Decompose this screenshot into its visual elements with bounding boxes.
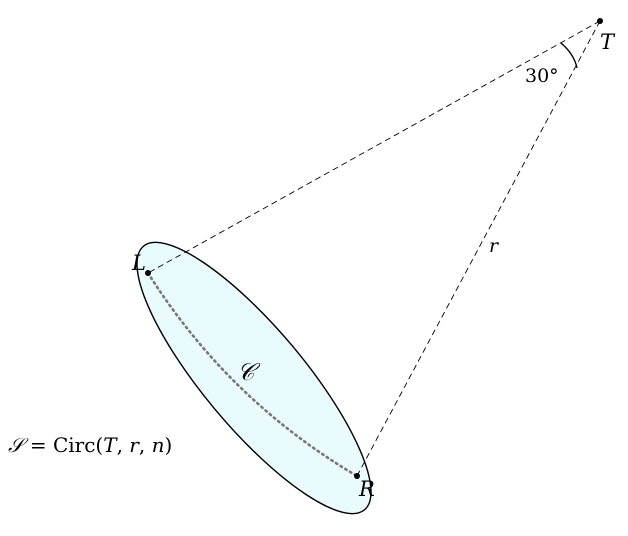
set-arg-r: r [129,433,140,457]
angle-label: 30° [525,65,559,87]
point-T [597,18,603,24]
dashed-line-T-L [147,20,601,274]
label-T: T [600,30,616,54]
set-arg-T: T [103,433,118,457]
set-definition: 𝒮 = Circ(T, r, n) [8,433,172,457]
label-R: R [358,477,375,501]
region-ellipse [136,241,372,515]
radius-label: r [489,235,500,257]
point-R [354,473,360,479]
set-arg-n: n [152,433,165,457]
set-equals-circ: = Circ( [23,433,103,457]
set-close-paren: ) [164,433,172,457]
dashed-line-T-R [356,20,601,477]
angle-arc [560,42,578,69]
set-sep-1: , [117,433,130,457]
point-L [145,270,151,276]
label-L: L [131,251,146,275]
set-sep-2: , [139,433,152,457]
dotted-curve-C [146,271,359,478]
